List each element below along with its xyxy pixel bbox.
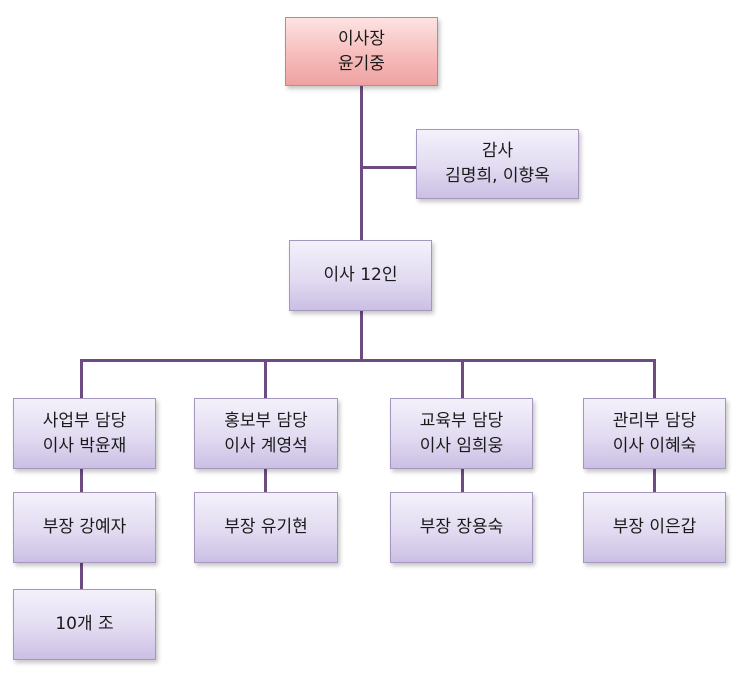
auditor-names: 김명희, 이향옥 <box>445 166 550 186</box>
connector-chairman-to-directors <box>360 85 363 240</box>
connector-dept-2 <box>264 360 267 398</box>
chairman-name: 윤기중 <box>338 53 385 74</box>
connector-to-auditor <box>362 166 417 169</box>
directors-label: 이사 12인 <box>323 265 398 285</box>
connector-manager-to-sub <box>80 563 83 589</box>
connector-horizontal-bus <box>80 359 656 362</box>
connector-dept-2-manager <box>264 469 267 492</box>
dept-head-node: 교육부 담당 이사 임희웅 <box>390 398 533 469</box>
dept-head-node: 사업부 담당 이사 박윤재 <box>13 398 156 469</box>
manager-label: 부장 강예자 <box>42 517 127 537</box>
manager-node: 부장 유기현 <box>194 492 338 563</box>
dept-head-title: 관리부 담당 <box>612 410 697 431</box>
connector-dept-4 <box>653 360 656 398</box>
sub-unit-label: 10개 조 <box>55 614 114 634</box>
manager-node: 부장 장용숙 <box>390 492 533 563</box>
manager-label: 부장 장용숙 <box>419 517 504 537</box>
chairman-title: 이사장 <box>338 28 385 49</box>
dept-head-name: 이사 박윤재 <box>42 435 127 456</box>
dept-head-name: 이사 임희웅 <box>419 435 504 456</box>
connector-dept-1-manager <box>80 469 83 492</box>
connector-dept-1 <box>80 360 83 398</box>
auditor-title: 감사 <box>481 141 514 161</box>
auditor-node: 감사 김명희, 이향옥 <box>416 129 579 199</box>
dept-head-title: 사업부 담당 <box>42 410 127 431</box>
dept-head-name: 이사 계영석 <box>224 435 308 456</box>
connector-dept-4-manager <box>653 469 656 492</box>
connector-dept-3-manager <box>461 469 464 492</box>
dept-head-title: 교육부 담당 <box>419 410 504 431</box>
manager-label: 부장 이은갑 <box>612 517 697 537</box>
dept-head-node: 관리부 담당 이사 이혜숙 <box>583 398 726 469</box>
chairman-node: 이사장 윤기중 <box>285 17 438 86</box>
directors-node: 이사 12인 <box>289 240 432 311</box>
connector-dept-3 <box>461 360 464 398</box>
dept-head-name: 이사 이혜숙 <box>612 435 697 456</box>
dept-head-node: 홍보부 담당 이사 계영석 <box>194 398 338 469</box>
manager-node: 부장 강예자 <box>13 492 156 563</box>
sub-unit-node: 10개 조 <box>13 589 156 660</box>
connector-directors-down <box>360 311 363 361</box>
dept-head-title: 홍보부 담당 <box>224 410 308 431</box>
manager-node: 부장 이은갑 <box>583 492 726 563</box>
manager-label: 부장 유기현 <box>224 517 308 537</box>
